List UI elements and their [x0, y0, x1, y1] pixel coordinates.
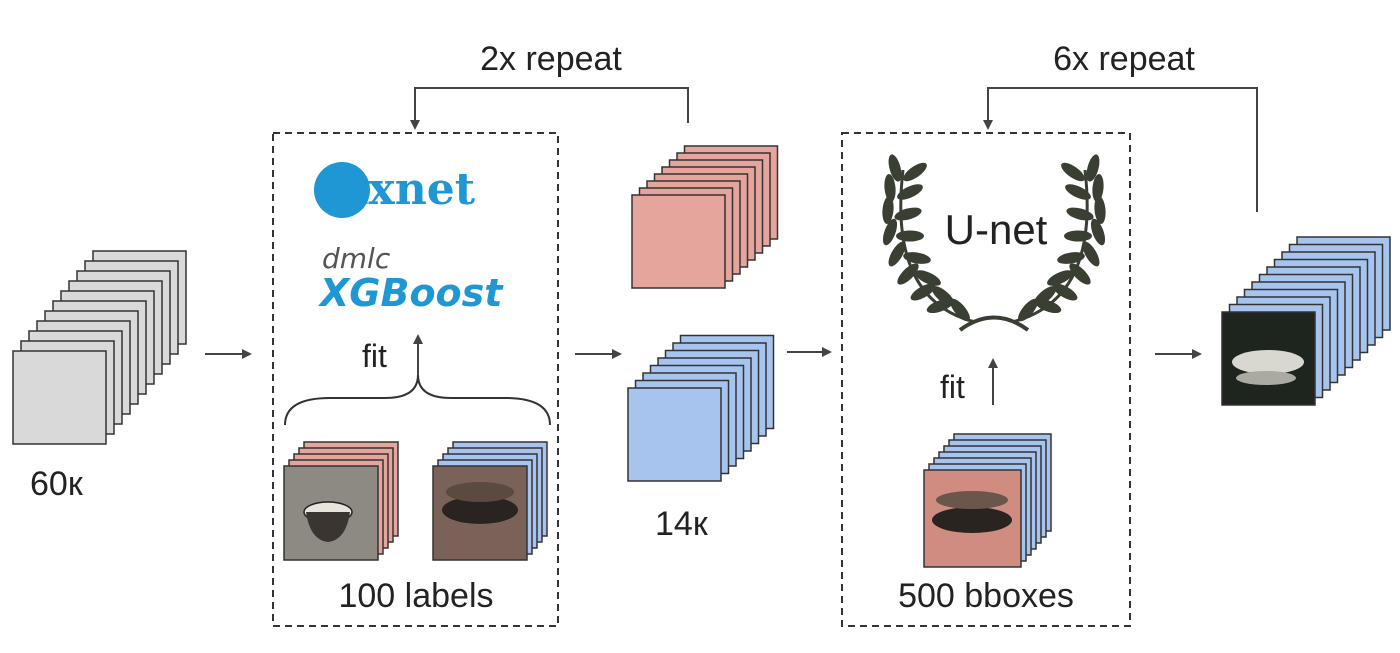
fit-label-left: fit: [362, 338, 387, 374]
laurel-leaf: [882, 218, 898, 246]
laurel-leaf: [1018, 298, 1038, 322]
burger-photo: [442, 496, 518, 524]
laurel-leaf: [1090, 218, 1106, 246]
laurel-leaf: [926, 298, 954, 314]
laurel-wreath-icon: [882, 154, 1106, 332]
laurel-leaf: [1061, 162, 1085, 182]
cup-photo-body: [306, 512, 350, 542]
mxnet-logo-text: mxnet: [322, 164, 476, 215]
red-card-stack: [631, 145, 779, 289]
laurel-leaf: [894, 207, 922, 221]
laurel-leaf: [897, 184, 923, 200]
laurel-leaf: [1066, 207, 1094, 221]
repeat-label-right: 6x repeat: [1053, 40, 1195, 78]
laurel-leaf: [1086, 154, 1100, 182]
laurel-leaf: [910, 283, 936, 301]
output-mask-stack: [1221, 236, 1391, 406]
dmlc-text: dmlc: [322, 242, 391, 275]
mask-blob: [1232, 350, 1304, 374]
input-image-stack: [12, 250, 187, 445]
laurel-ribbon: [958, 315, 1030, 332]
labeled-blue-stack: [432, 441, 548, 561]
repeat-label-left: 2x repeat: [480, 40, 622, 78]
mxnet-logo-circle: [314, 162, 370, 218]
count-label-14k: 14к: [655, 505, 709, 543]
laurel-leaf: [1052, 283, 1078, 301]
model-box-right: [841, 132, 1131, 627]
curly-brace: [284, 374, 551, 426]
laurel-leaf: [882, 196, 894, 224]
unet-label: U-net: [945, 206, 1048, 253]
laurel-leaf: [888, 154, 902, 182]
bbox-stack: [923, 433, 1052, 568]
labels-caption: 100 labels: [338, 577, 493, 615]
laurel-leaf: [915, 270, 941, 286]
mxnet-logo: mxnet: [314, 162, 476, 218]
repeat-loop-right: [983, 87, 1258, 212]
fit-label-right: fit: [940, 369, 965, 405]
laurel-leaf: [903, 162, 927, 182]
laurel-leaf: [1082, 241, 1100, 267]
stack-front-card: [627, 387, 722, 482]
laurel-leaf: [1034, 298, 1062, 314]
laurel-leaf: [1092, 174, 1104, 202]
laurel-leaf: [1057, 252, 1085, 264]
laurel-leaf: [897, 263, 919, 285]
stack-front-card: [12, 350, 107, 445]
laurel-leaf: [1094, 196, 1106, 224]
stack-front-card: [631, 194, 726, 289]
blue-card-stack: [627, 334, 775, 482]
bbox-burger-photo-top: [936, 491, 1008, 509]
xgboost-text: XGBoost: [318, 271, 504, 315]
laurel-leaf: [888, 241, 906, 267]
count-label-60k: 60к: [30, 465, 84, 503]
model-box-left: [272, 132, 559, 627]
laurel-leaf: [950, 298, 970, 322]
laurel-leaf: [896, 230, 924, 242]
bboxes-caption: 500 bboxes: [898, 577, 1074, 615]
mask-blob-lower: [1236, 371, 1296, 385]
laurel-leaf: [1064, 230, 1092, 242]
laurel-leaf: [903, 252, 931, 264]
bbox-burger-photo: [932, 507, 1012, 533]
repeat-loop-left: [410, 87, 689, 130]
laurel-leaf: [1065, 184, 1091, 200]
xgboost-logo: dmlc XGBoost: [318, 242, 504, 315]
burger-photo-top: [446, 482, 514, 502]
laurel-leaf: [884, 174, 896, 202]
laurel-leaf: [1069, 263, 1091, 285]
labeled-red-stack: [283, 441, 399, 561]
laurel-leaf: [1047, 270, 1073, 286]
